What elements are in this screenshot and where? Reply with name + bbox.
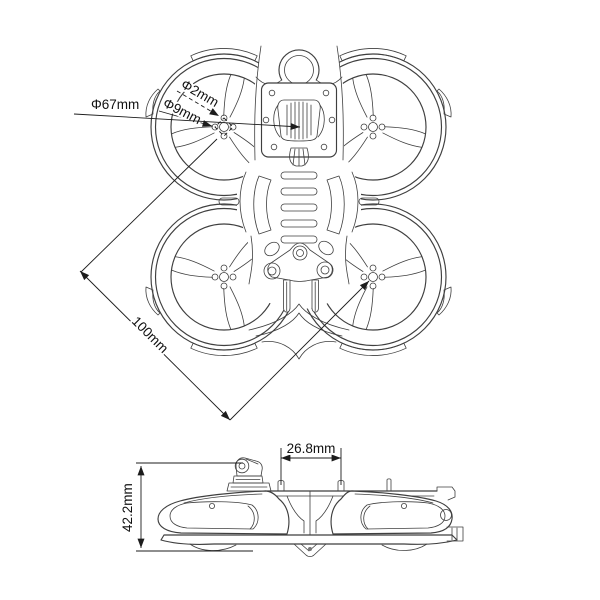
leader-line — [158, 110, 213, 127]
motor-spoke — [219, 285, 246, 330]
motor-hub — [360, 114, 386, 140]
motor-spoke — [381, 122, 426, 149]
camera-mount — [226, 457, 272, 492]
vent-slits — [286, 101, 312, 140]
center-body-edges — [239, 45, 359, 285]
center-funnel — [286, 490, 334, 543]
skid-left — [189, 543, 237, 551]
bracket-ear-left — [264, 241, 280, 257]
extension-line — [80, 138, 218, 273]
rear-arch — [248, 303, 350, 360]
canopy-fan-grill — [289, 147, 309, 167]
plate-screw-hole — [270, 143, 278, 151]
center-foot — [293, 543, 327, 557]
motor-hub — [211, 264, 237, 290]
bolt-pattern-box — [214, 117, 234, 137]
side-bumper-pads — [253, 175, 345, 235]
canopy-plate — [260, 82, 338, 167]
top-view — [145, 38, 452, 360]
rear-duct-boss — [440, 509, 452, 521]
duct-fin — [436, 286, 452, 316]
bracket-plate — [267, 242, 333, 282]
arm-slots — [218, 197, 380, 206]
bottom-plate — [160, 526, 464, 557]
rear-mount-bracket — [263, 240, 334, 313]
plate-screw-hole — [268, 89, 276, 97]
dim-label-spacing: 26.8mm — [287, 441, 336, 456]
duct-profile-right — [330, 490, 453, 535]
plate-screw-hole — [262, 116, 270, 124]
side-view — [157, 457, 464, 557]
motor-spoke — [171, 255, 216, 282]
deck-rear-tab — [436, 486, 456, 501]
extension-line — [229, 280, 370, 421]
plate-screw-hole — [328, 116, 336, 124]
dim-label-height: 42.2mm — [120, 483, 135, 532]
plate-screw-hole — [322, 89, 330, 97]
dim-label-duct: Φ67mm — [91, 97, 139, 112]
motor-spoke — [381, 255, 426, 282]
rear-step — [446, 526, 464, 542]
duct-fin — [145, 286, 161, 316]
skid-right — [381, 543, 428, 551]
leader-line — [73, 113, 301, 130]
motor-spoke — [171, 122, 216, 149]
dim-height: 42.2mm — [118, 462, 253, 552]
camera-mount-hole — [234, 458, 250, 474]
bracket-ear-right — [318, 240, 334, 256]
leader-line — [176, 90, 220, 117]
plate-screw-hole — [320, 143, 328, 151]
motor-spoke — [351, 74, 378, 119]
deck-nub — [386, 478, 392, 492]
dim-duct-diameter: Φ67mm — [73, 95, 301, 130]
motor-spoke — [219, 74, 246, 119]
duct-profile-left — [157, 490, 290, 535]
dim-mount-spacing: 26.8mm — [280, 439, 342, 485]
motor-spoke — [351, 285, 378, 330]
dimension-line — [79, 270, 231, 421]
duct-fin — [436, 88, 452, 118]
duct-fin — [145, 88, 161, 118]
